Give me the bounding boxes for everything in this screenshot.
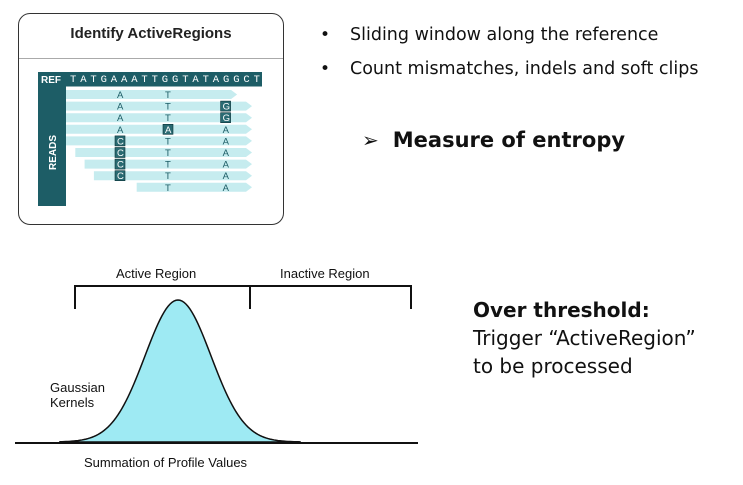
threshold-line-2: to be processed: [473, 354, 633, 378]
arrow-bullet-icon: ➢: [362, 128, 379, 152]
inactive-region-label: Inactive Region: [280, 266, 370, 281]
gaussian-curve: [59, 299, 301, 443]
kernels-line-1: Gaussian: [50, 380, 105, 395]
profile-axis-label: Summation of Profile Values: [84, 455, 248, 470]
ref-base: G: [101, 74, 107, 86]
kernels-line-2: Kernels: [50, 395, 95, 410]
panel-title: Identify ActiveRegions: [70, 25, 232, 42]
ref-base: T: [90, 74, 96, 86]
bullet-sliding-window: Sliding window along the reference: [318, 22, 698, 56]
read-base: T: [165, 183, 171, 194]
ref-bar: [38, 72, 262, 86]
mismatch-box: [220, 100, 231, 112]
read-base: T: [165, 113, 171, 124]
ref-base: G: [172, 74, 178, 86]
ref-base: C: [243, 74, 249, 86]
ref-base: T: [70, 74, 76, 86]
ref-base: G: [233, 74, 239, 86]
read-base: T: [165, 148, 171, 159]
ref-base: T: [182, 74, 188, 86]
read-arrow: [136, 182, 252, 192]
mismatch-box: [114, 158, 126, 170]
read-base: T: [165, 136, 171, 147]
mismatch-box: [114, 147, 126, 158]
mismatch-base: C: [117, 148, 124, 159]
mismatch-base: G: [223, 113, 230, 124]
ref-base: A: [213, 74, 220, 86]
mismatch-base: C: [117, 171, 124, 182]
inactive-region-bracket: [250, 285, 412, 309]
mismatch-box: [114, 135, 126, 147]
threshold-line-1: Trigger “ActiveRegion”: [473, 326, 696, 350]
threshold-block: Over threshold: Trigger “ActiveRegion” t…: [473, 296, 696, 380]
mismatch-box: [220, 112, 231, 123]
read-base: A: [223, 125, 230, 136]
read-arrow: [66, 136, 252, 146]
bullet-count-mismatches: Count mismatches, indels and soft clips: [318, 56, 698, 90]
entropy-heading: ➢ Measure of entropy: [362, 128, 625, 152]
mismatch-base: G: [223, 102, 230, 113]
read-base: A: [223, 183, 230, 194]
panel-divider: [19, 58, 283, 59]
ref-base: A: [131, 74, 138, 86]
read-base: A: [223, 136, 230, 147]
read-arrow: [66, 90, 238, 99]
ref-base: T: [152, 74, 158, 86]
read-arrow: [66, 113, 252, 123]
mismatch-box: [114, 170, 126, 181]
ref-base: T: [254, 74, 260, 86]
entropy-text: Measure of entropy: [392, 128, 626, 152]
ref-base: G: [162, 74, 168, 86]
read-arrow: [66, 124, 252, 134]
ref-base: T: [203, 74, 209, 86]
read-base: T: [165, 102, 171, 113]
reads-bar: [38, 86, 66, 206]
read-base: A: [117, 90, 124, 101]
threshold-heading: Over threshold:: [473, 298, 650, 322]
gaussian-kernels-label: Gaussian Kernels: [50, 380, 105, 410]
ref-base: A: [121, 74, 128, 86]
ref-base: G: [223, 74, 229, 86]
read-base: A: [117, 102, 124, 113]
active-region-label: Active Region: [116, 266, 197, 281]
read-base: A: [223, 148, 230, 159]
read-base: T: [165, 160, 171, 171]
read-arrow: [84, 159, 252, 169]
mismatch-base: C: [117, 136, 124, 147]
active-region-bracket: [74, 285, 251, 309]
read-base: A: [117, 125, 124, 136]
ref-base: A: [80, 74, 87, 86]
read-arrow: [66, 101, 252, 111]
ref-label: REF: [41, 75, 61, 86]
read-base: A: [117, 113, 124, 124]
ref-base: A: [111, 74, 118, 86]
read-arrow: [93, 171, 253, 181]
read-base: A: [223, 160, 230, 171]
read-base: T: [165, 171, 171, 182]
mismatch-box: [162, 124, 174, 135]
ref-base: A: [192, 74, 199, 86]
read-base: T: [165, 90, 171, 101]
mismatch-base: C: [117, 160, 124, 171]
ref-base: T: [141, 74, 147, 86]
reads-label: READS: [48, 135, 59, 170]
mismatch-base: A: [165, 125, 172, 136]
bullet-list: Sliding window along the reference Count…: [318, 22, 698, 90]
read-base: A: [223, 171, 230, 182]
